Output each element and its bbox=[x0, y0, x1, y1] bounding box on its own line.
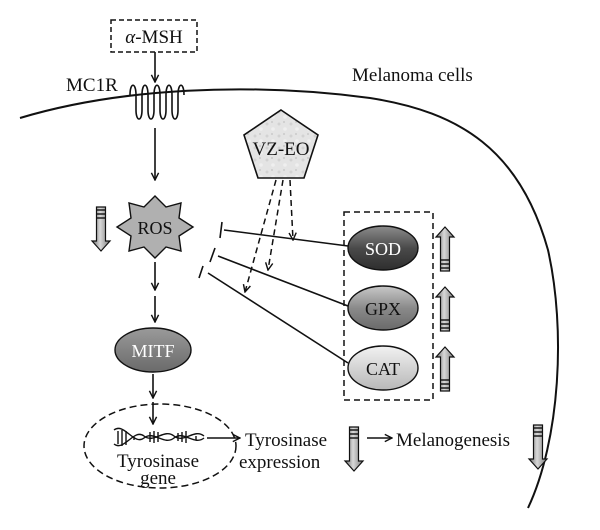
dna-helix-icon bbox=[113, 427, 205, 447]
ligand-label: α-MSH bbox=[125, 27, 183, 48]
gpx-up-arrow-icon bbox=[435, 286, 455, 332]
gene-label-line1: Tyrosinase bbox=[117, 451, 199, 472]
expression-label-line1: Tyrosinase bbox=[245, 430, 327, 451]
outcome-label: Melanogenesis bbox=[396, 430, 510, 451]
enzyme-sod bbox=[347, 225, 419, 271]
expression-label-line2: expression bbox=[239, 452, 321, 473]
gene-container bbox=[83, 403, 237, 489]
dashed-arrow-compound-3 bbox=[290, 179, 293, 240]
dashed-arrow-compound-2 bbox=[268, 179, 284, 270]
ligand-box bbox=[110, 19, 198, 53]
inhibition-lines bbox=[198, 221, 349, 364]
enzyme-cat-label: CAT bbox=[366, 359, 400, 379]
enzyme-gpx bbox=[347, 285, 419, 331]
receptor-icon bbox=[129, 84, 185, 120]
gene-label-line2: gene bbox=[140, 468, 176, 489]
compound-label: VZ-EO bbox=[253, 139, 310, 160]
compound-node bbox=[243, 109, 319, 179]
cell-membrane bbox=[19, 88, 560, 509]
ros-label: ROS bbox=[137, 218, 172, 238]
enzyme-box bbox=[343, 211, 434, 401]
receptor-label: MC1R bbox=[66, 75, 118, 96]
mitf-label: MITF bbox=[131, 341, 174, 361]
enzyme-cat bbox=[347, 345, 419, 391]
melanogenesis-down-arrow-icon bbox=[528, 424, 548, 470]
cell-label: Melanoma cells bbox=[352, 65, 473, 86]
cat-up-arrow-icon bbox=[435, 346, 455, 392]
enzyme-sod-label: SOD bbox=[365, 239, 401, 259]
mitf-node bbox=[114, 327, 192, 373]
sod-up-arrow-icon bbox=[435, 226, 455, 272]
ros-down-arrow-icon bbox=[91, 206, 111, 252]
expression-down-arrow-icon bbox=[344, 426, 364, 472]
enzyme-gpx-label: GPX bbox=[365, 299, 401, 319]
ros-node bbox=[115, 195, 195, 259]
